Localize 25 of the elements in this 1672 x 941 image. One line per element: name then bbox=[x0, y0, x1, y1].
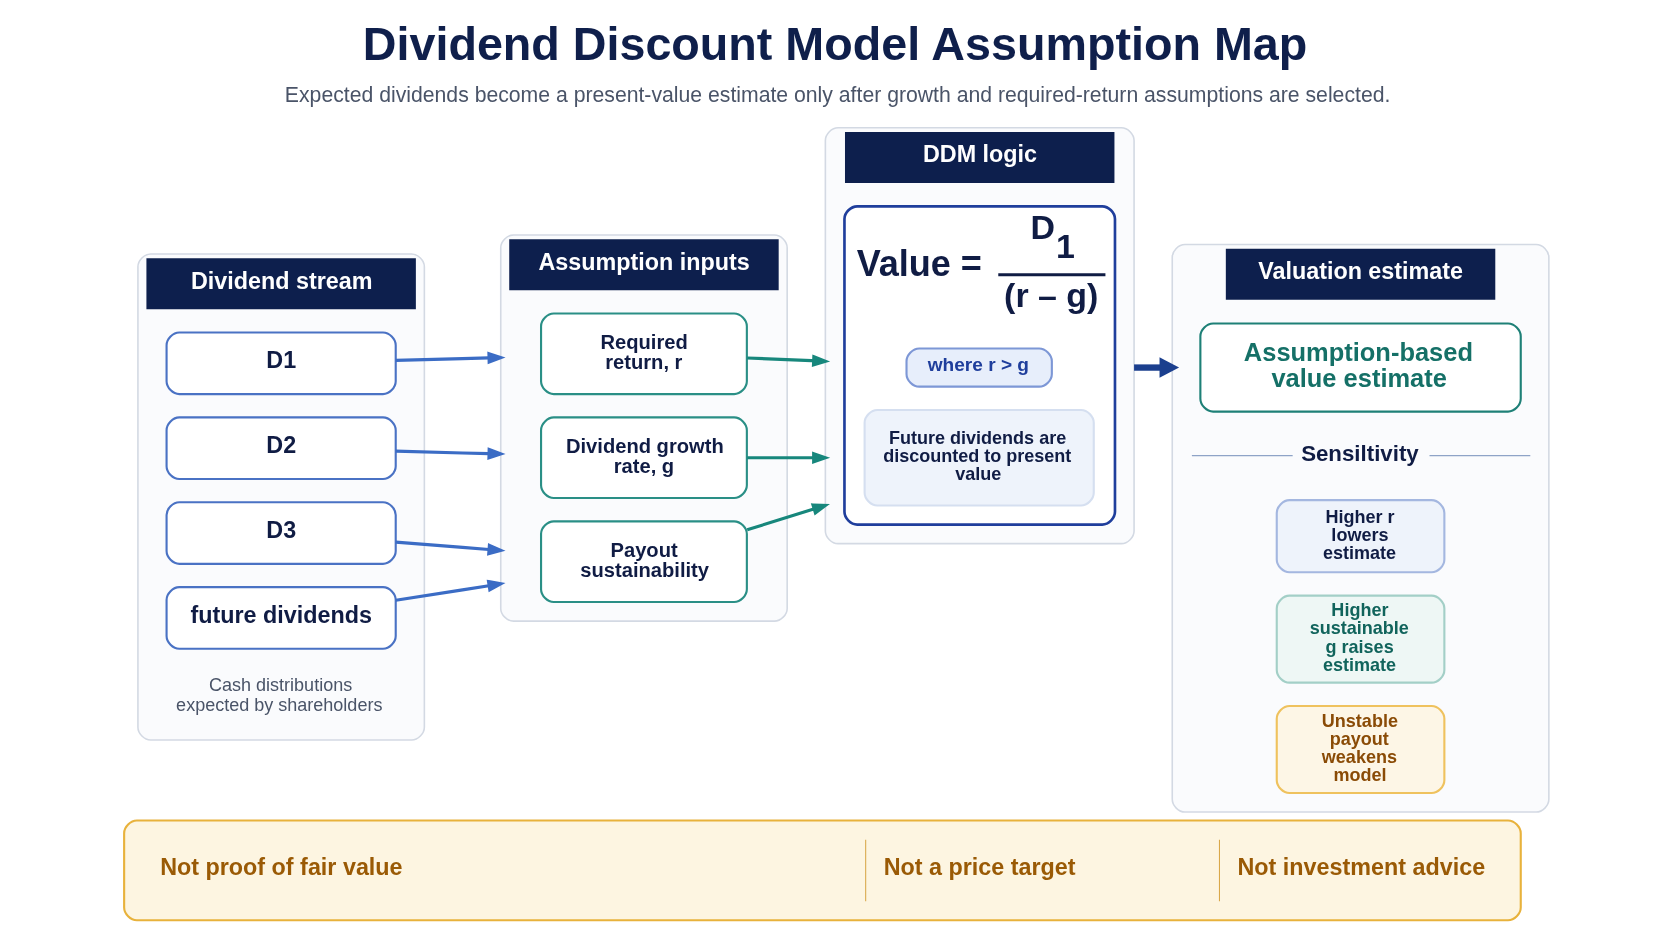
node-box: Assumption-based value estimate bbox=[1198, 322, 1522, 413]
node-box: Higher r lowers estimate bbox=[1275, 498, 1445, 573]
arrow bbox=[746, 450, 830, 464]
node-box: D3 bbox=[165, 500, 397, 565]
arrow bbox=[395, 351, 506, 364]
node-box: future dividends bbox=[165, 585, 397, 650]
node-box: Higher sustainable g raises estimate bbox=[1275, 594, 1445, 684]
node-box: D2 bbox=[165, 415, 397, 480]
arrow bbox=[746, 502, 830, 531]
node-box: where r > g bbox=[904, 346, 1053, 388]
caption: Expected dividends become a present-value estimate only after growth and required-return assumptions are selected. bbox=[284, 82, 1390, 106]
node-box: Future dividends are discounted to present value bbox=[863, 408, 1095, 507]
arrow bbox=[395, 540, 506, 556]
arrow bbox=[1133, 356, 1179, 378]
arrow bbox=[395, 579, 505, 602]
arrow bbox=[746, 353, 830, 367]
node-box: Not proof of fair value Not a price target Not investment advice bbox=[122, 819, 1522, 921]
arrow bbox=[395, 446, 506, 460]
node-box: Unstable payout weakens model bbox=[1275, 704, 1445, 794]
node-box: Payout sustainability bbox=[539, 519, 748, 603]
node-box: D1 bbox=[165, 331, 397, 395]
node-box: Dividend growth rate, g bbox=[539, 415, 748, 499]
label: Sensiltivity bbox=[1300, 440, 1419, 466]
diagram-title: Dividend Discount Model Assumption Map bbox=[362, 17, 1307, 70]
node-box: Required return, r bbox=[539, 311, 748, 395]
